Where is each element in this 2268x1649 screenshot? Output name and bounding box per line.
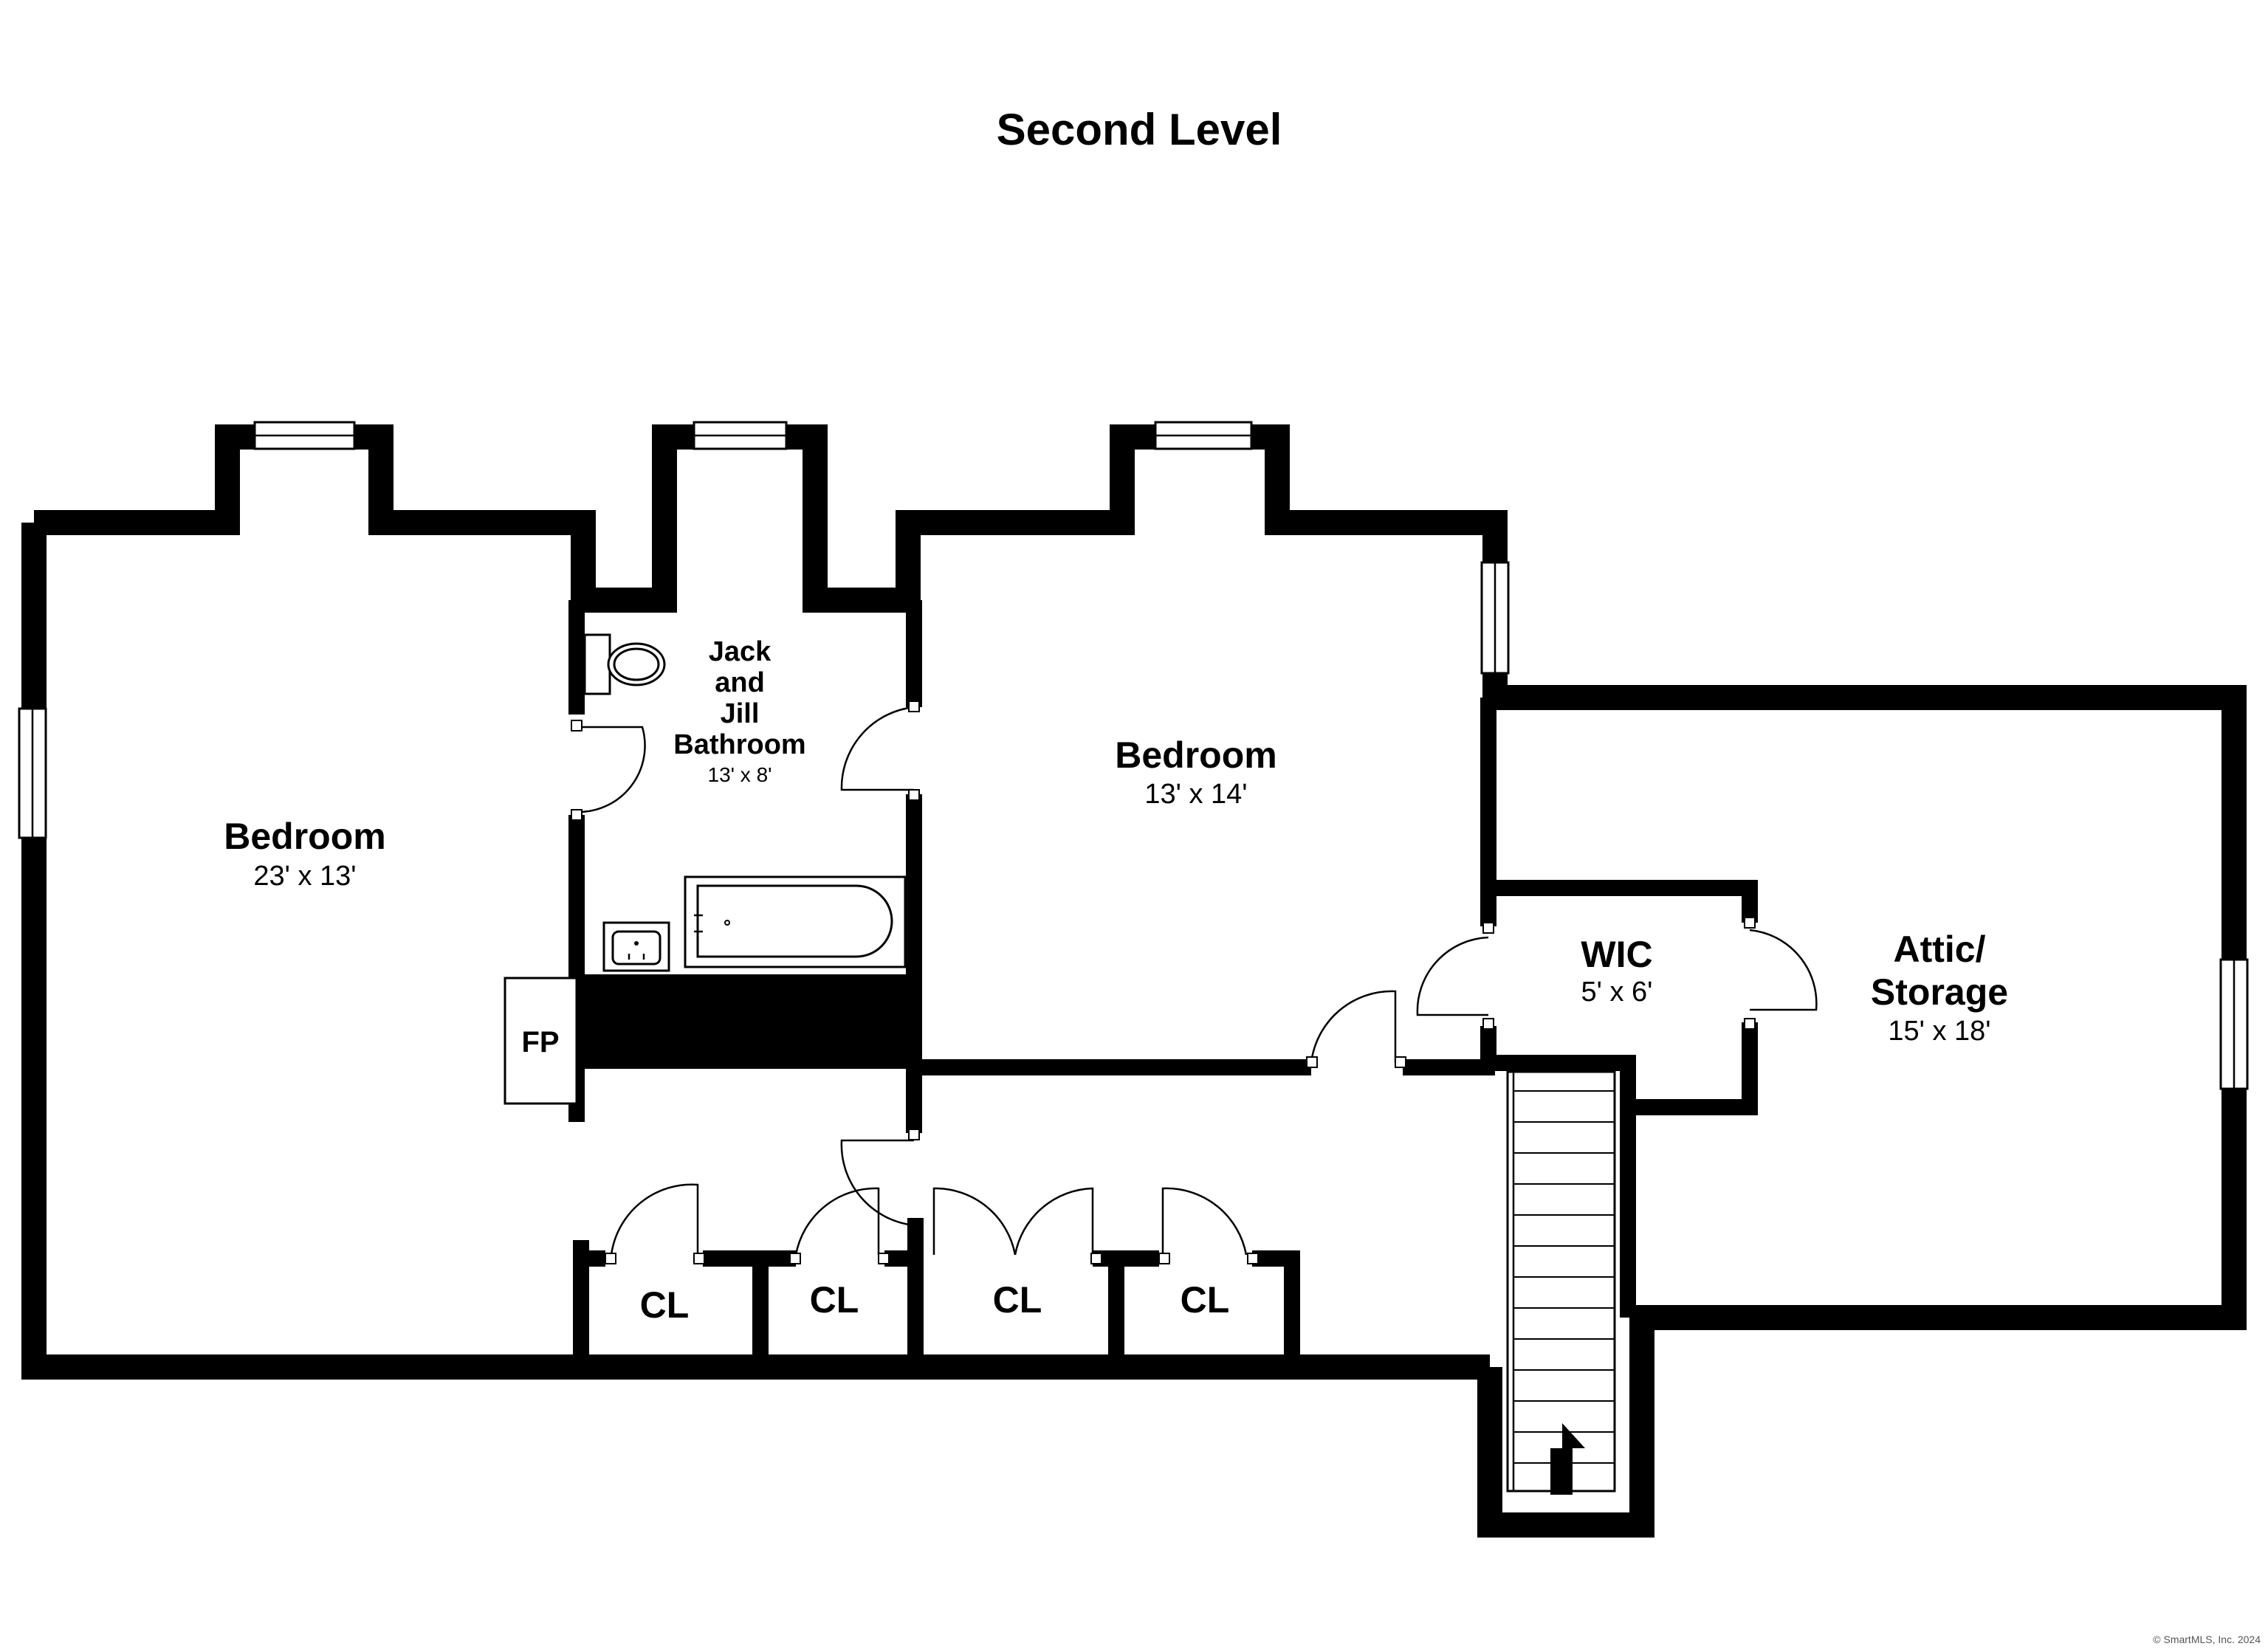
bedroom-right-size: 13' x 14' [1144, 779, 1247, 810]
toilet-icon [583, 633, 666, 695]
bedroom-left-name: Bedroom [224, 816, 385, 857]
closet-door[interactable] [794, 1187, 880, 1256]
staircase [1506, 1070, 1616, 1493]
bathroom-name-1: Jack [709, 636, 772, 667]
chimney [577, 974, 921, 1069]
copyright-credit: © SmartMLS, Inc. 2024 [2153, 1633, 2261, 1645]
closet-door[interactable] [932, 1187, 1017, 1256]
wic-wall [1488, 880, 1758, 923]
stair-arrow-icon [1550, 1423, 1585, 1495]
wic-size: 5' x 6' [1581, 977, 1653, 1008]
fireplace-hearth [504, 977, 578, 1105]
wic-door-right[interactable] [1749, 929, 1818, 1011]
closet-door[interactable] [610, 1183, 699, 1256]
attic-size: 15' x 18' [1888, 1016, 1990, 1047]
closet-label: CL [993, 1279, 1042, 1321]
closet-label: CL [1181, 1279, 1230, 1321]
closet-label: CL [640, 1284, 690, 1326]
attic-name-2: Storage [1871, 971, 2008, 1013]
wic-name: WIC [1581, 934, 1652, 975]
hall-door[interactable] [840, 1139, 915, 1227]
fireplace-label: FP [521, 1026, 559, 1058]
closet-door[interactable] [1161, 1187, 1248, 1256]
bedroom-left-size: 23' x 13' [253, 861, 356, 892]
bathroom-name-2: and [715, 667, 765, 698]
bath-door[interactable] [576, 726, 646, 813]
page-title: Second Level [997, 105, 1282, 154]
bath-door-right[interactable] [840, 706, 915, 791]
closet-door[interactable] [1014, 1187, 1094, 1256]
bathroom-name-3: Jill [721, 698, 760, 729]
closet-label: CL [810, 1279, 859, 1321]
bathroom-name-4: Bathroom [673, 729, 805, 760]
bathtub-icon [684, 875, 907, 968]
wic-door[interactable] [1416, 936, 1489, 1016]
sink-icon [602, 921, 670, 972]
closet-wall [1252, 1250, 1300, 1367]
exterior-wall-top [34, 424, 1508, 698]
bedroom-right-name: Bedroom [1115, 734, 1276, 776]
attic-wall [1477, 685, 2247, 1538]
bathroom-size: 13' x 8' [708, 763, 772, 786]
attic-name-1: Attic/ [1894, 929, 1986, 970]
bedroom-door[interactable] [1310, 990, 1397, 1064]
